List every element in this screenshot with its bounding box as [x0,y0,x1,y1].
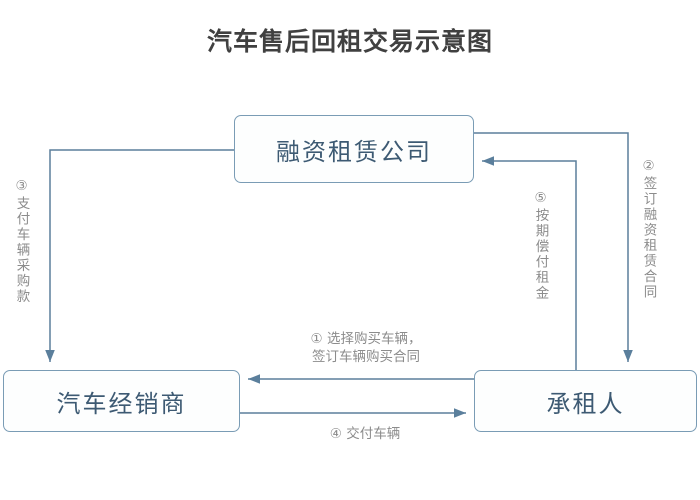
label-step3-pay-vehicle-purchase: ③支付车辆采购款 [13,178,30,305]
link-step5 [482,156,577,370]
node-leasing-company-label: 融资租赁公司 [276,137,432,166]
node-car-dealer[interactable]: 汽车经销商 [3,370,240,432]
label-step4-deliver-vehicle: ④ 交付车辆 [305,425,425,444]
label-step5-pay-rent-on-schedule: ⑤按期偿付租金 [532,190,549,301]
page-title: 汽车售后回租交易示意图 [206,27,493,56]
label-step2-sign-lease-contract: ②签订融资租赁合同 [640,158,657,300]
link-step2 [474,132,633,362]
link-step3 [45,149,234,362]
node-lessee[interactable]: 承租人 [474,370,697,432]
label-step1-select-and-sign-purchase: ① 选择购买车辆， 签订车辆购买合同 [281,330,451,367]
node-lessee-label: 承租人 [546,389,625,418]
node-car-dealer-label: 汽车经销商 [56,389,187,418]
node-leasing-company[interactable]: 融资租赁公司 [234,115,474,183]
